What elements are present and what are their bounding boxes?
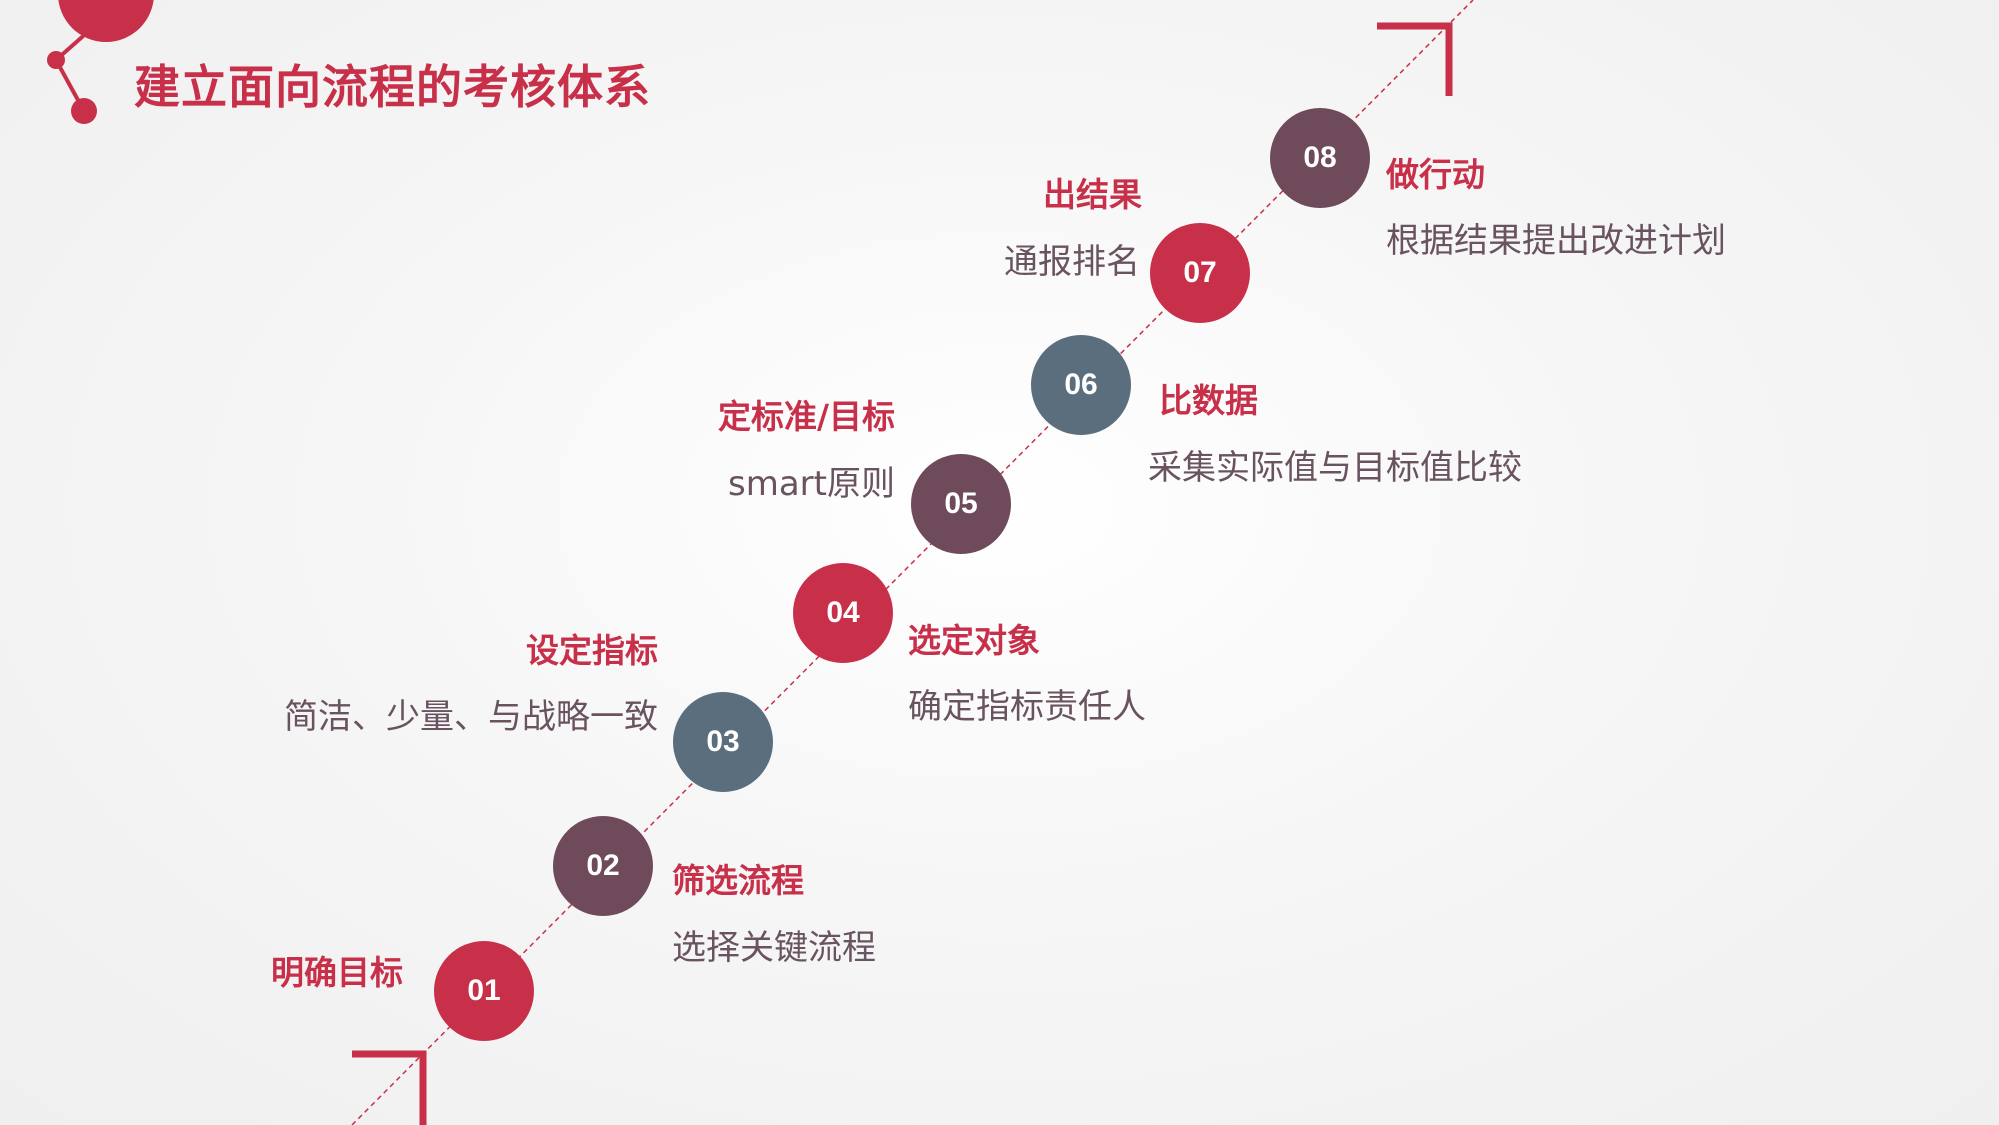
molecule-logo — [47, 0, 154, 124]
step-circle-02: 02 — [553, 816, 653, 916]
step-number: 01 — [467, 974, 501, 1007]
step-circle-04: 04 — [793, 563, 893, 663]
step-number: 08 — [1303, 141, 1337, 174]
step-label: 选定对象 — [908, 621, 1040, 660]
step-label: 出结果 — [1043, 175, 1142, 214]
step-circle-01: 01 — [434, 941, 534, 1041]
step-label: 做行动 — [1386, 155, 1485, 194]
step-label: 比数据 — [1159, 381, 1258, 420]
step-circle-07: 07 — [1150, 223, 1250, 323]
step-label: 筛选流程 — [672, 861, 804, 900]
step-label: 明确目标 — [271, 953, 403, 992]
step-description: 通报排名 — [1004, 242, 1140, 282]
step-description: 根据结果提出改进计划 — [1386, 221, 1726, 261]
step-number: 07 — [1183, 256, 1217, 289]
step-circle-05: 05 — [911, 454, 1011, 554]
step-description: 简洁、少量、与战略一致 — [284, 697, 658, 737]
step-number: 06 — [1064, 368, 1098, 401]
step-circle-06: 06 — [1031, 335, 1131, 435]
step-label: 设定指标 — [526, 631, 658, 670]
step-circle-08: 08 — [1270, 108, 1370, 208]
step-description: 确定指标责任人 — [908, 687, 1146, 727]
top-right-bracket — [1377, 22, 1453, 96]
step-label: 定标准/目标 — [717, 397, 895, 436]
step-number: 05 — [944, 487, 978, 520]
page-title: 建立面向流程的考核体系 — [134, 60, 651, 114]
step-description: 选择关键流程 — [672, 928, 876, 968]
bottom-left-bracket — [352, 1050, 427, 1125]
step-number: 02 — [586, 849, 620, 882]
step-number: 04 — [826, 596, 860, 629]
step-description: 采集实际值与目标值比较 — [1148, 448, 1522, 488]
step-number: 03 — [706, 725, 740, 758]
step-circle-03: 03 — [673, 692, 773, 792]
step-description: smart原则 — [728, 464, 895, 504]
